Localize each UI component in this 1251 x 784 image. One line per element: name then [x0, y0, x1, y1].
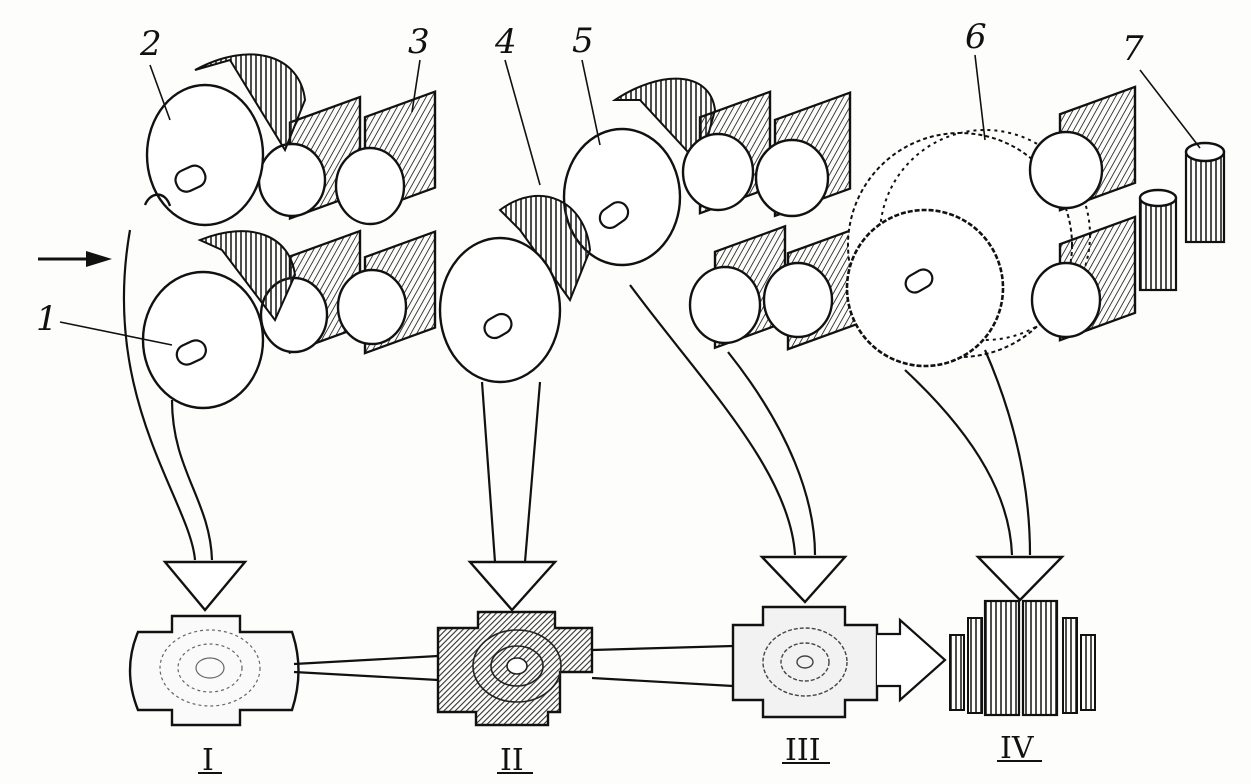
- chipping-head-pair-2: [438, 77, 860, 384]
- stage-label-I: I: [202, 743, 214, 778]
- feed-roller-top-1: [257, 90, 437, 226]
- stage-label-II: II: [500, 743, 524, 778]
- cross-section-III: [731, 605, 879, 719]
- label-2: 2: [139, 24, 162, 64]
- label-7: 7: [1122, 29, 1144, 69]
- cutter-disc-bottom-2: [438, 236, 562, 384]
- label-4: 4: [494, 22, 517, 62]
- label-6: 6: [965, 17, 987, 57]
- cross-section-IV: [949, 599, 1096, 717]
- process-flow-arrows: [122, 229, 1065, 612]
- cutter-disc-top-1: [145, 83, 265, 227]
- section-flow-connectors: [293, 617, 947, 703]
- cutter-disc-top-2: [562, 127, 682, 267]
- feed-direction-arrow: [38, 251, 112, 267]
- label-5: 5: [572, 21, 594, 61]
- chipping-head-pair-1: [141, 53, 437, 410]
- cross-section-II: [436, 610, 594, 727]
- cutter-disc-bottom-1: [141, 270, 265, 410]
- label-1: 1: [36, 299, 58, 339]
- cross-section-I: [128, 614, 300, 727]
- label-3: 3: [408, 22, 430, 62]
- output-billets: [1138, 141, 1226, 292]
- circular-saw-unit: [845, 85, 1137, 368]
- leader-lines: [59, 54, 1201, 346]
